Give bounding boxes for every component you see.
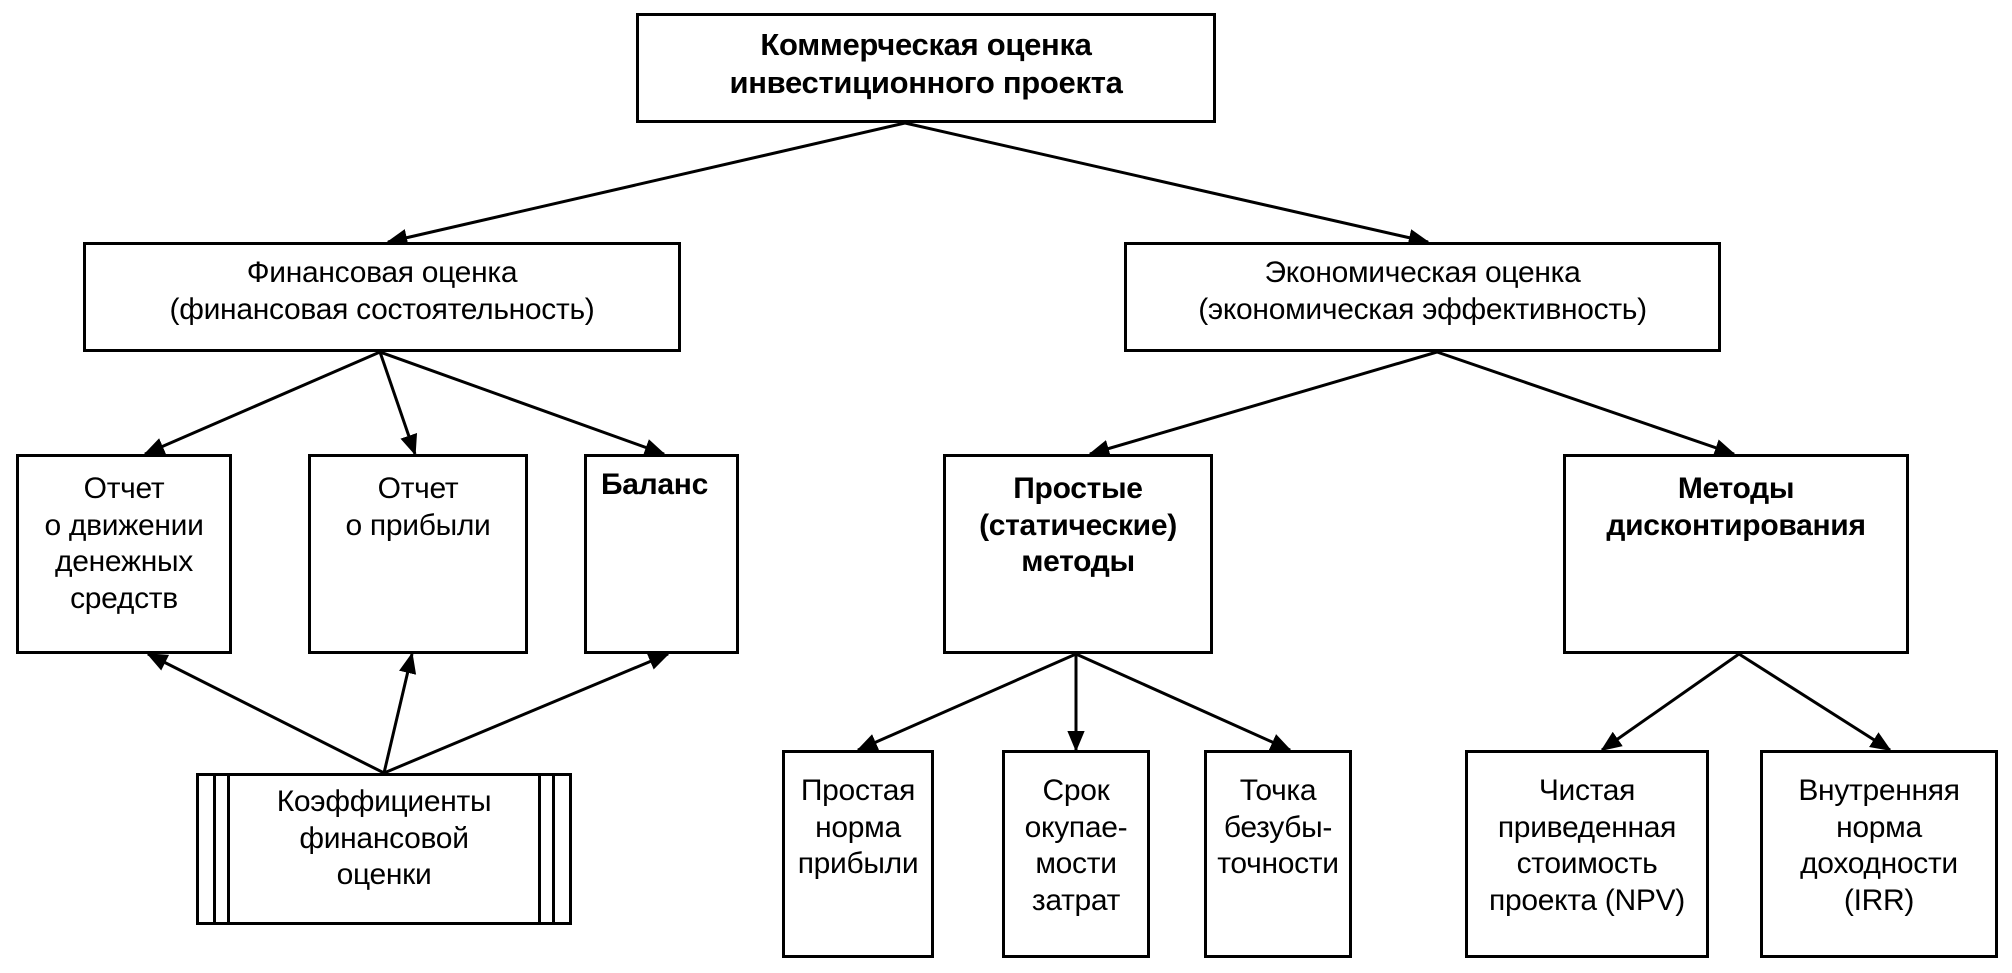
node-break-even-point: Точка безубы- точности bbox=[1204, 750, 1352, 958]
node-line: точности bbox=[1217, 847, 1339, 881]
double-border-bar bbox=[227, 773, 230, 925]
node-line: Срок bbox=[1042, 774, 1110, 807]
node-line: прибыли bbox=[797, 847, 919, 881]
node-balance-sheet: Баланс bbox=[584, 454, 739, 654]
edge-arrow-simple-to-pnp bbox=[856, 652, 1077, 752]
node-line: (финансовая состоятельность) bbox=[169, 292, 595, 326]
node-line: Коэффициенты bbox=[276, 785, 492, 818]
node-irr: Внутренняя норма доходности (IRR) bbox=[1760, 750, 1998, 958]
double-border-bar bbox=[552, 773, 555, 925]
node-payback-period: Срок окупае- мости затрат bbox=[1002, 750, 1150, 958]
node-line: о прибыли bbox=[345, 508, 491, 542]
edge-arrow-root-to-eco bbox=[904, 121, 1430, 247]
node-line: безубы- bbox=[1223, 810, 1333, 844]
node-line: Коммерческая оценка bbox=[760, 27, 1092, 62]
edge-arrow-root-to-fin bbox=[386, 121, 906, 247]
node-economic-assessment: Экономическая оценка (экономическая эффе… bbox=[1124, 242, 1721, 352]
node-line: (статические) bbox=[979, 508, 1177, 542]
node-line: затрат bbox=[1031, 883, 1121, 917]
edge-arrow-fin-to-cash bbox=[143, 350, 381, 456]
node-line: Простые bbox=[1013, 472, 1143, 505]
node-line: (экономическая эффективность) bbox=[1198, 292, 1647, 326]
node-line: доходности bbox=[1800, 847, 1958, 881]
node-line: Отчет bbox=[83, 472, 165, 505]
edge-arrow-eco-to-disc bbox=[1436, 350, 1736, 457]
node-line: окупае- bbox=[1024, 810, 1128, 844]
node-line: Отчет bbox=[377, 472, 459, 505]
edge-arrow-coef-to-cash bbox=[146, 652, 385, 775]
node-line: финансовой bbox=[299, 821, 469, 855]
node-financial-assessment: Финансовая оценка (финансовая состоятель… bbox=[83, 242, 681, 352]
node-line: средств bbox=[70, 581, 178, 615]
node-line: Баланс bbox=[601, 468, 708, 501]
node-line: Простая bbox=[800, 774, 916, 807]
node-line: норма bbox=[1836, 810, 1922, 844]
node-npv: Чистая приведенная стоимость проекта (NP… bbox=[1465, 750, 1709, 958]
node-simple-static-methods: Простые (статические) методы bbox=[943, 454, 1213, 654]
edge-arrow-eco-to-simple bbox=[1088, 350, 1438, 457]
double-border-bar bbox=[213, 773, 216, 925]
node-line: дисконтирования bbox=[1606, 508, 1866, 542]
node-line: приведенная bbox=[1497, 810, 1677, 844]
node-line: Чистая bbox=[1538, 774, 1636, 807]
edge-arrow-disc-to-npv bbox=[1600, 652, 1740, 752]
edge-arrow-fin-to-balance bbox=[379, 350, 666, 456]
double-border-bar bbox=[538, 773, 541, 925]
node-line: норма bbox=[815, 810, 901, 844]
node-line: Внутренняя bbox=[1798, 774, 1960, 807]
node-commercial-assessment: Коммерческая оценка инвестиционного прое… bbox=[636, 13, 1216, 123]
node-line: о движении bbox=[44, 508, 204, 542]
node-financial-ratios: Коэффициенты финансовой оценки bbox=[196, 773, 572, 925]
edge-arrow-fin-to-profit bbox=[378, 351, 418, 456]
node-line: Точка bbox=[1239, 774, 1317, 807]
edge-arrow-simple-to-breakeven bbox=[1075, 652, 1292, 752]
node-line: оценки bbox=[336, 858, 432, 892]
node-line: методы bbox=[1021, 545, 1135, 579]
node-line: Методы bbox=[1677, 472, 1795, 505]
node-line: проекта (NPV) bbox=[1489, 883, 1685, 917]
node-line: Финансовая оценка bbox=[246, 256, 518, 289]
node-line: стоимость bbox=[1516, 847, 1658, 881]
node-line: мости bbox=[1035, 847, 1117, 881]
edge-arrow-coef-to-balance bbox=[383, 652, 670, 775]
node-line: Экономическая оценка bbox=[1264, 256, 1581, 289]
edge-arrow-coef-to-profit bbox=[382, 652, 417, 774]
node-income-statement: Отчет о прибыли bbox=[308, 454, 528, 654]
node-line: (IRR) bbox=[1843, 883, 1915, 917]
edge-arrow-disc-to-irr bbox=[1738, 652, 1892, 752]
node-simple-rate-of-return: Простая норма прибыли bbox=[782, 750, 934, 958]
node-line: инвестиционного проекта bbox=[729, 64, 1123, 100]
node-cash-flow-statement: Отчет о движении денежных средств bbox=[16, 454, 232, 654]
node-discounting-methods: Методы дисконтирования bbox=[1563, 454, 1909, 654]
node-line: денежных bbox=[55, 545, 193, 579]
